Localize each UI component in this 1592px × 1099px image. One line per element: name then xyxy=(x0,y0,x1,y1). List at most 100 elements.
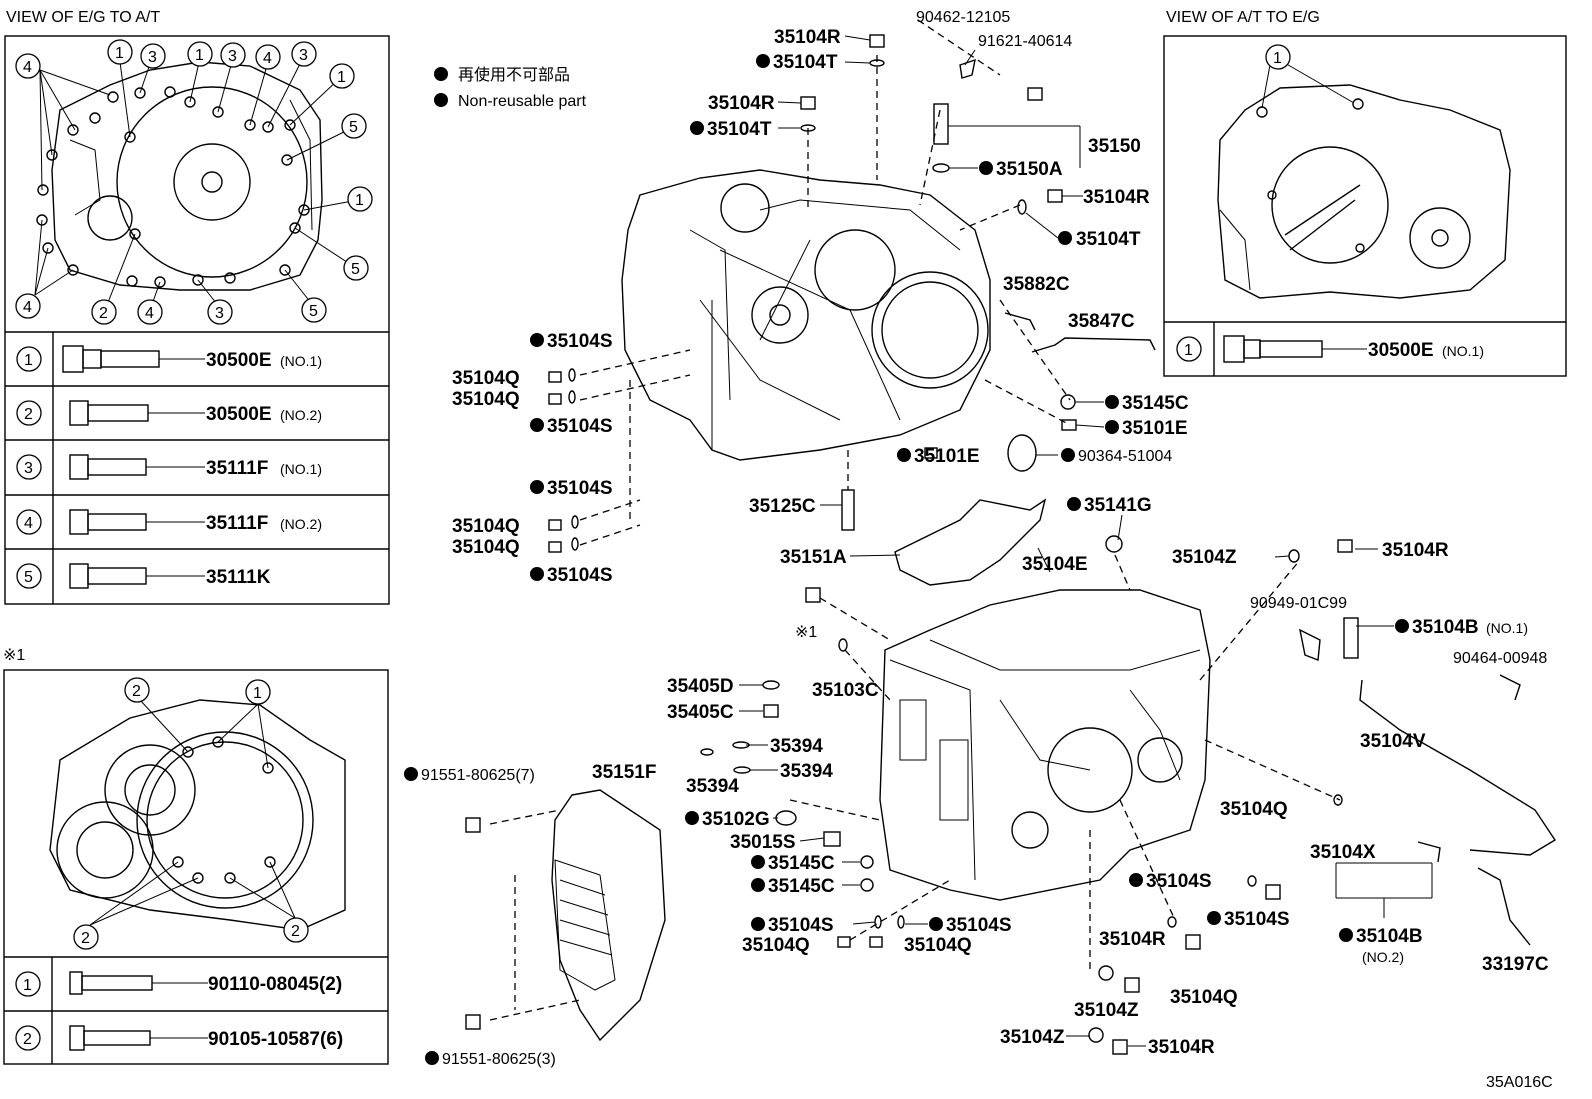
oil-seal-icon xyxy=(1007,434,1037,472)
o-ring-icon xyxy=(1088,1027,1104,1043)
part-label: 35405C xyxy=(667,702,734,723)
transaxle-housing-front-view xyxy=(36,61,323,291)
part-label: 35150A xyxy=(996,159,1063,180)
clamp-icon xyxy=(959,58,976,79)
breather-hose xyxy=(1359,679,1556,856)
part-label: 90462-12105 xyxy=(916,9,1010,26)
non-reusable-dot-icon xyxy=(751,878,765,892)
non-reusable-dot-icon xyxy=(434,93,448,107)
note-mark-small: ※1 xyxy=(795,624,817,641)
bolt-row-num: 1 xyxy=(1184,342,1193,359)
part-label: 35104S xyxy=(547,478,613,499)
callout-2: 2 xyxy=(132,683,141,700)
part-label: 35104S xyxy=(768,915,834,936)
non-reusable-dot-icon xyxy=(756,54,770,68)
callout-4: 4 xyxy=(23,299,32,316)
callout-4: 4 xyxy=(145,305,154,322)
left-view-panel: 4 1 3 1 3 4 3 1 5 1 5 5 3 4 2 4 1 30500E xyxy=(4,35,390,605)
o-ring-icon xyxy=(1105,535,1123,553)
bolt-part-number: 90110-08045(2) xyxy=(208,974,342,995)
non-reusable-dot-icon xyxy=(897,448,911,462)
part-label: 35104B xyxy=(1412,617,1479,638)
part-label: 35104Q xyxy=(904,935,972,956)
callout-1: 1 xyxy=(1273,50,1282,67)
plug-icon xyxy=(763,704,779,718)
part-label: 35104R xyxy=(1083,187,1150,208)
callout-2: 2 xyxy=(81,930,90,947)
non-reusable-dot-icon xyxy=(1207,911,1221,925)
bolt-part-note: (NO.2) xyxy=(280,407,322,423)
part-label: 35145C xyxy=(768,876,835,897)
part-label: 35104V xyxy=(1360,731,1426,752)
part-label: 35104S xyxy=(1146,871,1212,892)
callout-3: 3 xyxy=(228,48,237,65)
o-ring-icon xyxy=(860,878,874,892)
part-label: 35104R xyxy=(1148,1037,1215,1058)
part-label: 35145C xyxy=(1122,393,1189,414)
part-labels: 35104R 35104T 35104R 35104T 90462-12105 … xyxy=(404,9,1549,1068)
note-mark: ※1 xyxy=(3,647,25,664)
o-ring-icon xyxy=(897,915,905,929)
non-reusable-dot-icon xyxy=(434,67,448,81)
part-label: 90464-00948 xyxy=(1453,650,1547,667)
part-label: 91551-80625(7) xyxy=(421,767,535,784)
non-reusable-dot-icon xyxy=(979,161,993,175)
callout-3: 3 xyxy=(299,47,308,64)
o-ring-icon xyxy=(1288,549,1300,563)
non-reusable-dot-icon xyxy=(530,567,544,581)
gasket-icon xyxy=(1004,312,1036,331)
part-label: 35104Q xyxy=(452,389,520,410)
non-reusable-dot-icon xyxy=(530,418,544,432)
bolt-row-num: 3 xyxy=(24,460,33,477)
bolt-row-num: 1 xyxy=(24,352,33,369)
o-ring-icon xyxy=(1017,199,1027,215)
part-label: 35104R xyxy=(1099,929,1166,950)
bottom-left-view-panel: 2 1 2 2 1 90110-08045(2) 2 90105-10587(6… xyxy=(3,669,389,1065)
part-label: 35104Z xyxy=(1000,1027,1065,1048)
part-label: 35104R xyxy=(1382,540,1449,561)
view-title-right: VIEW OF A/T TO E/G xyxy=(1166,9,1320,26)
transmission-case-upper xyxy=(621,169,991,461)
right-view-panel: 1 1 30500E (NO.1) xyxy=(1163,35,1567,377)
diagram-code: 35A016C xyxy=(1486,1074,1553,1091)
non-reusable-dot-icon xyxy=(425,1051,439,1065)
bolt-part-number: 90105-10587(6) xyxy=(208,1029,343,1050)
plug-icon xyxy=(837,936,851,948)
part-label: 35104Q xyxy=(742,935,810,956)
view-title-left: VIEW OF E/G TO A/T xyxy=(6,9,160,26)
bolt-part-number: 35111F xyxy=(206,513,268,534)
part-label: 35394 xyxy=(686,776,739,797)
plug-icon xyxy=(869,936,883,948)
part-label: 35104T xyxy=(773,52,838,73)
part-label: 35145C xyxy=(768,853,835,874)
oil-pan xyxy=(551,789,666,1042)
clip-icon xyxy=(1299,628,1321,661)
callout-4: 4 xyxy=(263,50,272,67)
non-reusable-dot-icon xyxy=(1129,873,1143,887)
transaxle-housing-side-view xyxy=(49,699,346,931)
callout-4: 4 xyxy=(23,59,32,76)
valve-body xyxy=(894,498,1047,586)
non-reusable-dot-icon xyxy=(751,855,765,869)
part-label: 33197C xyxy=(1482,954,1549,975)
plug-icon xyxy=(548,393,562,405)
o-ring-icon xyxy=(568,390,576,404)
o-ring-icon xyxy=(860,855,874,869)
solid-leaders xyxy=(739,35,1433,1047)
part-label: 35394 xyxy=(770,736,823,757)
o-ring-icon xyxy=(568,368,576,382)
callout-1: 1 xyxy=(355,192,364,209)
callout-2: 2 xyxy=(99,305,108,322)
oil-strainer xyxy=(554,859,616,991)
legend-jp: 再使用不可部品 xyxy=(458,66,570,84)
part-label: 35104Q xyxy=(452,516,520,537)
callout-2: 2 xyxy=(291,923,300,940)
bolt-icon xyxy=(465,1014,481,1030)
part-label: 35104T xyxy=(1076,229,1141,250)
bolt-row-num: 2 xyxy=(24,406,33,423)
bolt-part-number: 35111K xyxy=(206,567,271,588)
plug-icon xyxy=(1265,884,1281,900)
bolt-icon xyxy=(465,817,481,833)
part-label-note: (NO.1) xyxy=(1486,620,1528,636)
